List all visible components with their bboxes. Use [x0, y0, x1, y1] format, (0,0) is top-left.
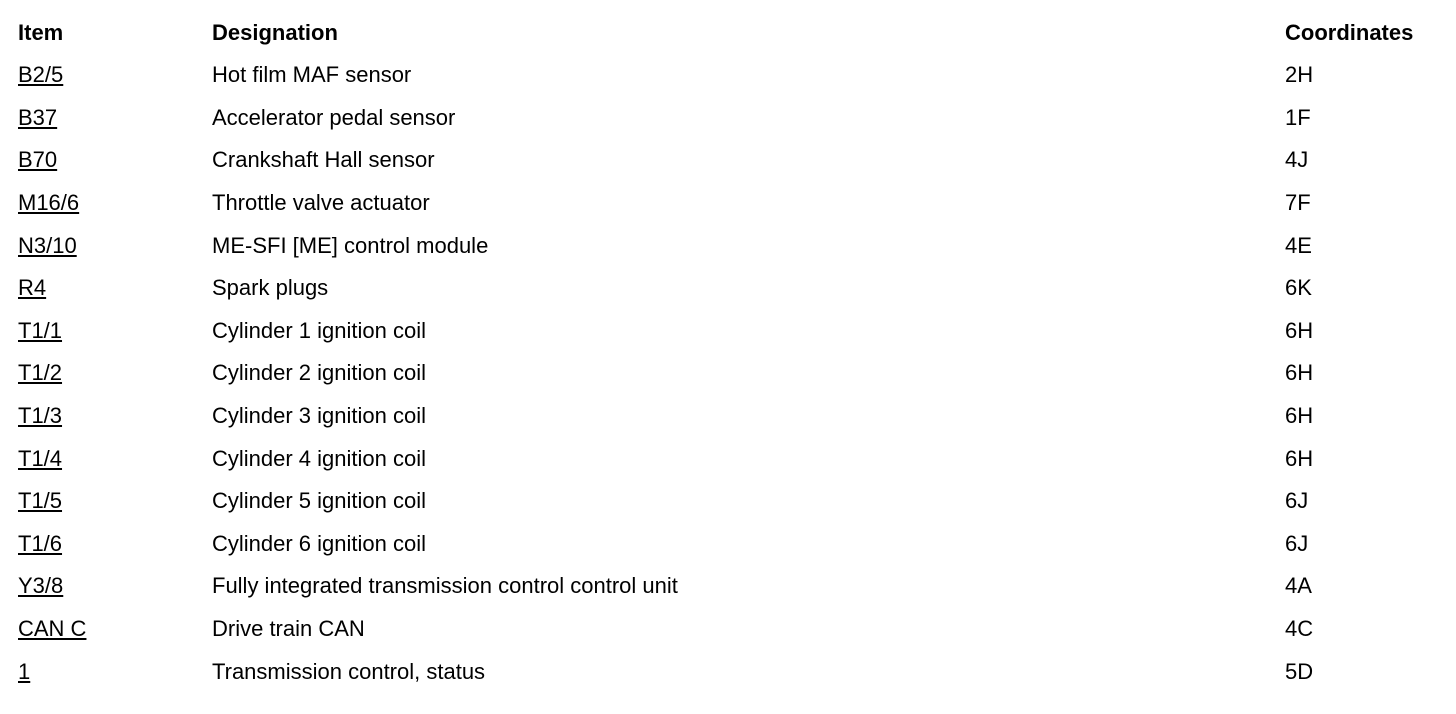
item-link[interactable]: T1/1	[18, 317, 63, 343]
coordinates-cell: 6J	[1285, 488, 1309, 514]
designation-cell: Drive train CAN	[212, 616, 365, 642]
coordinates-cell: 4J	[1285, 147, 1309, 173]
table-body: B2/5 Hot film MAF sensor 2H B37 Accelera…	[18, 54, 1448, 693]
item-link[interactable]: T1/2	[18, 360, 63, 386]
item-cell: B2/5	[18, 54, 212, 97]
item-cell: T1/2	[18, 352, 212, 395]
table-row: 1 Transmission control, status 5D	[18, 650, 1448, 693]
item-link[interactable]: R4	[18, 275, 47, 301]
designation-cell: Accelerator pedal sensor	[212, 104, 456, 130]
designation-cell: Cylinder 4 ignition coil	[212, 445, 426, 471]
coordinates-cell: 4C	[1285, 616, 1314, 642]
coordinates-cell: 6H	[1285, 403, 1314, 429]
header-designation: Designation	[212, 20, 338, 45]
table-header: Item Designation Coordinates	[18, 12, 1448, 54]
item-link[interactable]: M16/6	[18, 190, 80, 216]
item-link[interactable]: T1/3	[18, 403, 63, 429]
designation-cell: Cylinder 6 ignition coil	[212, 530, 426, 556]
coordinates-cell: 4A	[1285, 573, 1312, 599]
header-coordinates: Coordinates	[1285, 20, 1414, 45]
component-legend-table: Item Designation Coordinates B2/5 Hot fi…	[18, 12, 1448, 693]
designation-cell: Hot film MAF sensor	[212, 62, 412, 88]
item-cell: B37	[18, 97, 212, 140]
item-link[interactable]: T1/4	[18, 445, 63, 471]
table-row: T1/3 Cylinder 3 ignition coil 6H	[18, 395, 1448, 438]
table-row: T1/1 Cylinder 1 ignition coil 6H	[18, 310, 1448, 353]
item-link[interactable]: Y3/8	[18, 573, 64, 599]
table-row: CAN C Drive train CAN 4C	[18, 608, 1448, 651]
table-row: B37 Accelerator pedal sensor 1F	[18, 97, 1448, 140]
designation-cell: Cylinder 3 ignition coil	[212, 403, 426, 429]
item-link[interactable]: T1/6	[18, 530, 63, 556]
header-row: Item Designation Coordinates	[18, 12, 1448, 54]
coordinates-cell: 6J	[1285, 530, 1309, 556]
coordinates-cell: 2H	[1285, 62, 1314, 88]
item-cell: T1/4	[18, 437, 212, 480]
coordinates-cell: 6K	[1285, 275, 1312, 301]
table-row: Y3/8 Fully integrated transmission contr…	[18, 565, 1448, 608]
coordinates-cell: 6H	[1285, 317, 1314, 343]
item-cell: T1/3	[18, 395, 212, 438]
table-row: B70 Crankshaft Hall sensor 4J	[18, 139, 1448, 182]
item-cell: 1	[18, 650, 212, 693]
coordinates-cell: 6H	[1285, 445, 1314, 471]
coordinates-cell: 5D	[1285, 658, 1314, 684]
item-cell: B70	[18, 139, 212, 182]
coordinates-cell: 6H	[1285, 360, 1314, 386]
table-row: B2/5 Hot film MAF sensor 2H	[18, 54, 1448, 97]
item-cell: T1/6	[18, 523, 212, 566]
item-link[interactable]: B2/5	[18, 62, 64, 88]
table-row: N3/10 ME-SFI [ME] control module 4E	[18, 224, 1448, 267]
designation-cell: Cylinder 5 ignition coil	[212, 488, 426, 514]
item-cell: CAN C	[18, 608, 212, 651]
item-cell: N3/10	[18, 224, 212, 267]
item-link[interactable]: 1	[18, 658, 31, 684]
designation-cell: Spark plugs	[212, 275, 329, 301]
coordinates-cell: 1F	[1285, 104, 1311, 130]
designation-cell: Cylinder 2 ignition coil	[212, 360, 426, 386]
table-row: T1/6 Cylinder 6 ignition coil 6J	[18, 523, 1448, 566]
table-row: T1/2 Cylinder 2 ignition coil 6H	[18, 352, 1448, 395]
item-link[interactable]: CAN C	[18, 616, 87, 642]
item-cell: R4	[18, 267, 212, 310]
designation-cell: Fully integrated transmission control co…	[212, 573, 678, 599]
table-row: M16/6 Throttle valve actuator 7F	[18, 182, 1448, 225]
table-row: T1/5 Cylinder 5 ignition coil 6J	[18, 480, 1448, 523]
designation-cell: Cylinder 1 ignition coil	[212, 317, 426, 343]
table-row: R4 Spark plugs 6K	[18, 267, 1448, 310]
coordinates-cell: 7F	[1285, 190, 1311, 216]
item-cell: T1/5	[18, 480, 212, 523]
designation-cell: Throttle valve actuator	[212, 190, 430, 216]
item-link[interactable]: T1/5	[18, 488, 63, 514]
designation-cell: ME-SFI [ME] control module	[212, 232, 489, 258]
item-cell: Y3/8	[18, 565, 212, 608]
item-link[interactable]: N3/10	[18, 232, 77, 258]
item-link[interactable]: B37	[18, 104, 58, 130]
table-row: T1/4 Cylinder 4 ignition coil 6H	[18, 437, 1448, 480]
item-link[interactable]: B70	[18, 147, 58, 173]
item-cell: T1/1	[18, 310, 212, 353]
coordinates-cell: 4E	[1285, 232, 1312, 258]
designation-cell: Crankshaft Hall sensor	[212, 147, 435, 173]
header-item: Item	[18, 20, 64, 45]
designation-cell: Transmission control, status	[212, 658, 486, 684]
item-cell: M16/6	[18, 182, 212, 225]
